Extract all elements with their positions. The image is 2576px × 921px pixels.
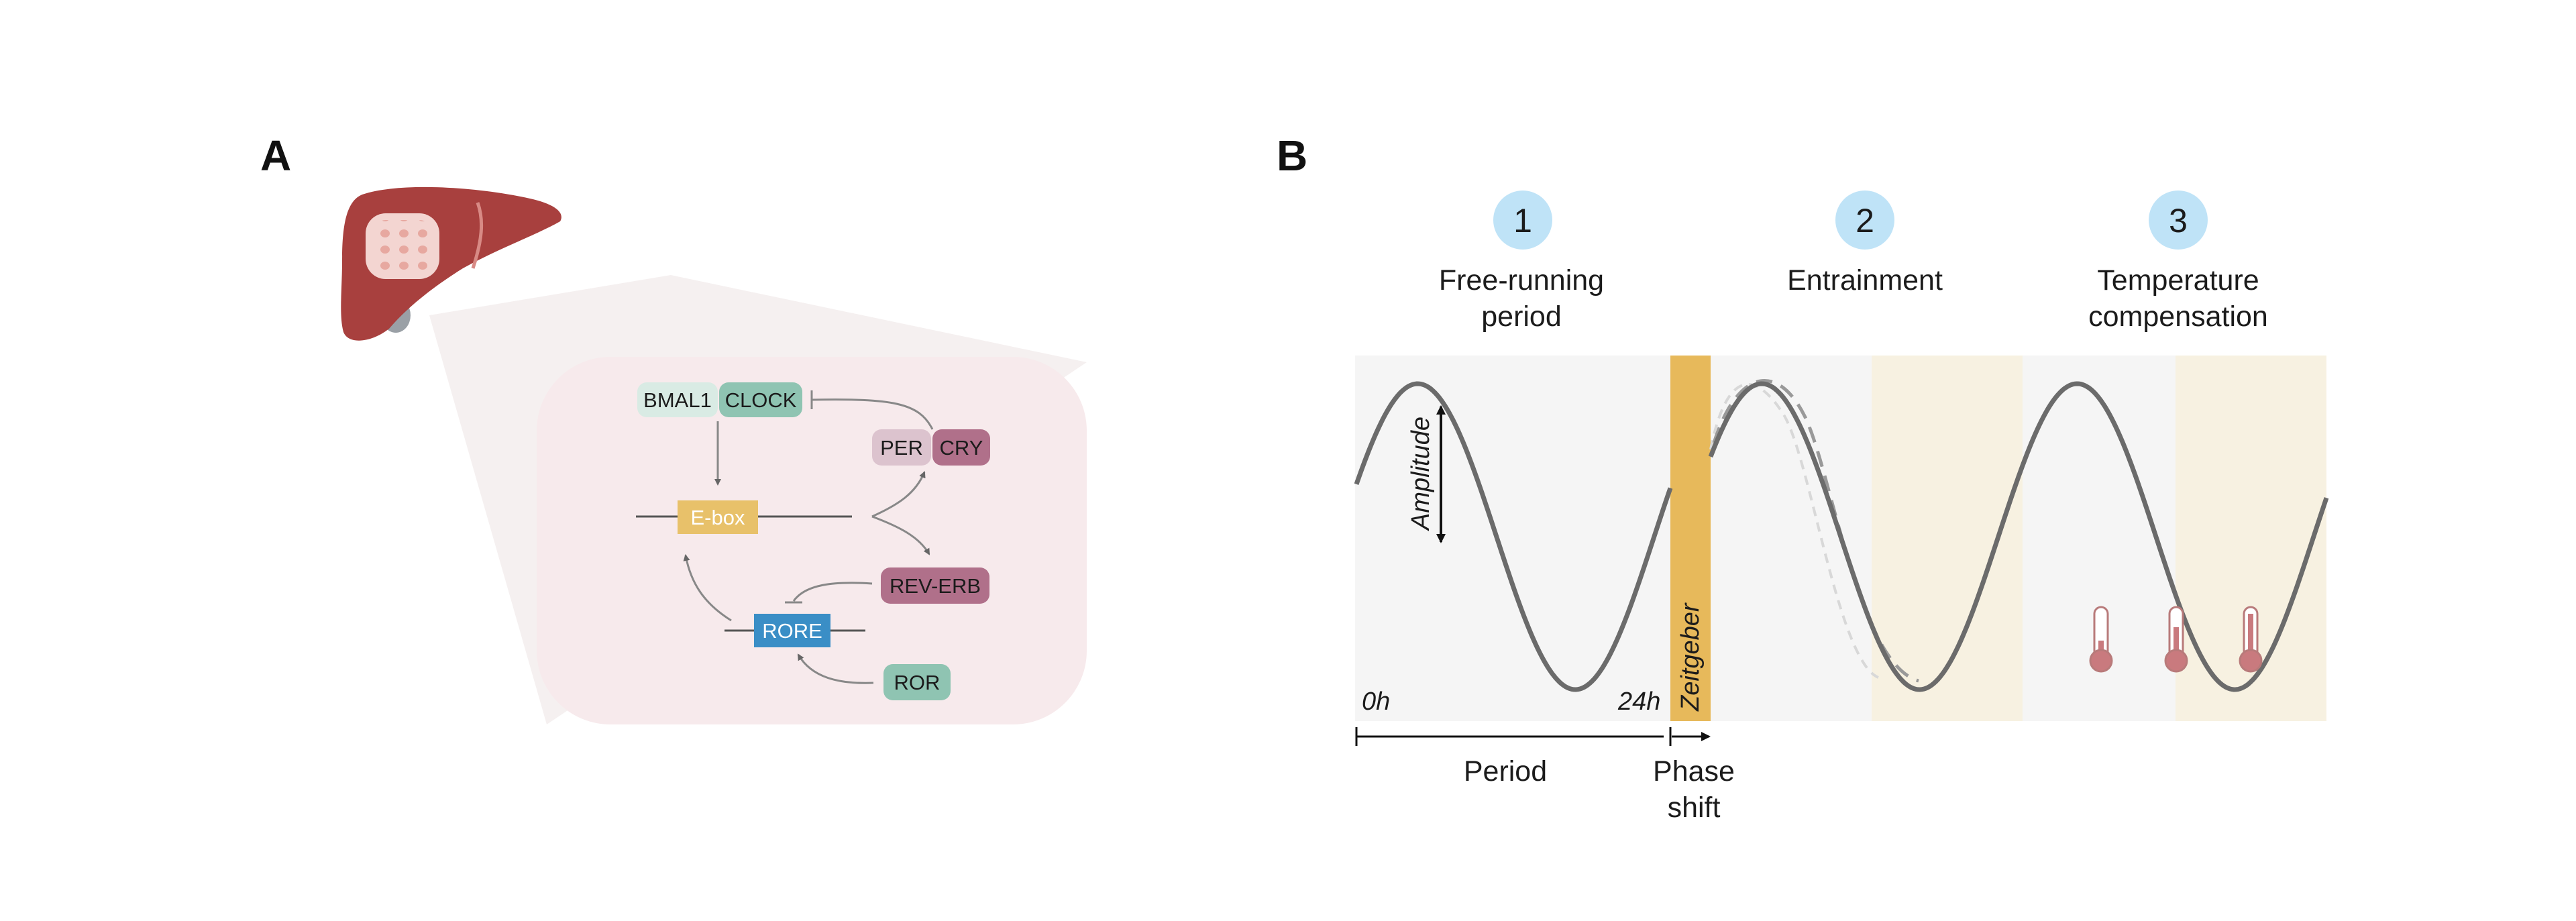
- clock-box: [719, 382, 802, 417]
- panel-label-b: B: [1277, 131, 1307, 180]
- zeitgeber-bar: [1670, 356, 1711, 721]
- step-1-title-line2: period: [1481, 301, 1562, 333]
- rev-erb-box: [881, 567, 989, 604]
- period-label: Period: [1464, 755, 1547, 788]
- step-1-circle: [1493, 191, 1552, 250]
- arrow-rore-to-ebox: [683, 554, 732, 622]
- ebox-box: [678, 500, 758, 534]
- amplitude-label: Amplitude: [1407, 417, 1435, 531]
- phase-shift-label-line2: shift: [1668, 792, 1721, 824]
- per-box: [872, 429, 931, 466]
- step-2: 2 Entrainment: [1787, 191, 1943, 296]
- panel-label-a: A: [260, 131, 291, 180]
- thermometer-icon-low: [2089, 606, 2113, 673]
- time-24h-label: 24h: [1617, 688, 1660, 716]
- liver-icon: [341, 186, 561, 341]
- oscillation-wave: [1354, 381, 2329, 692]
- ebox-label: E-box: [691, 506, 745, 529]
- band-free-running: [1355, 356, 1670, 721]
- rore-box: [754, 614, 830, 647]
- step-2-title-line1: Entrainment: [1787, 264, 1943, 296]
- step-2-circle: [1835, 191, 1894, 250]
- cry-inhibition-line: [811, 398, 934, 430]
- rev-erb-inhibition-line: [792, 582, 873, 602]
- step-1-number: 1: [1513, 202, 1532, 239]
- step-3-title-line1: Temperature: [2097, 264, 2259, 296]
- bmal1-label: BMAL1: [643, 388, 712, 412]
- ror-label: ROR: [894, 671, 941, 694]
- cry-label: CRY: [940, 436, 983, 459]
- step-3-title-line2: compensation: [2088, 301, 2268, 333]
- zeitgeber-label: Zeitgeber: [1676, 602, 1705, 712]
- rev-erb-label: REV-ERB: [890, 574, 981, 598]
- arrow-to-per-cry: [871, 471, 926, 518]
- arrow-to-rev-erb: [871, 515, 930, 555]
- phase-shift-ghost-wave-1: [1709, 382, 1879, 679]
- cry-box: [932, 429, 990, 466]
- per-label: PER: [880, 436, 923, 459]
- thermometer-icon-mid: [2164, 606, 2188, 673]
- step-3-number: 3: [2169, 202, 2188, 239]
- rore-label: RORE: [762, 619, 822, 643]
- thermometer-icon-high: [2239, 606, 2263, 673]
- bmal1-box: [637, 382, 718, 417]
- clock-label: CLOCK: [725, 388, 797, 412]
- step-1: 1 Free-running period: [1439, 191, 1604, 333]
- time-0h-label: 0h: [1362, 688, 1390, 716]
- step-3-circle: [2149, 191, 2208, 250]
- step-2-number: 2: [1856, 202, 1874, 239]
- ror-box: [883, 664, 951, 700]
- step-3: 3 Temperature compensation: [2088, 191, 2268, 333]
- phase-shift-label-line1: Phase: [1653, 755, 1735, 788]
- step-1-title-line1: Free-running: [1439, 264, 1604, 296]
- arrow-ror-to-rore: [797, 653, 874, 684]
